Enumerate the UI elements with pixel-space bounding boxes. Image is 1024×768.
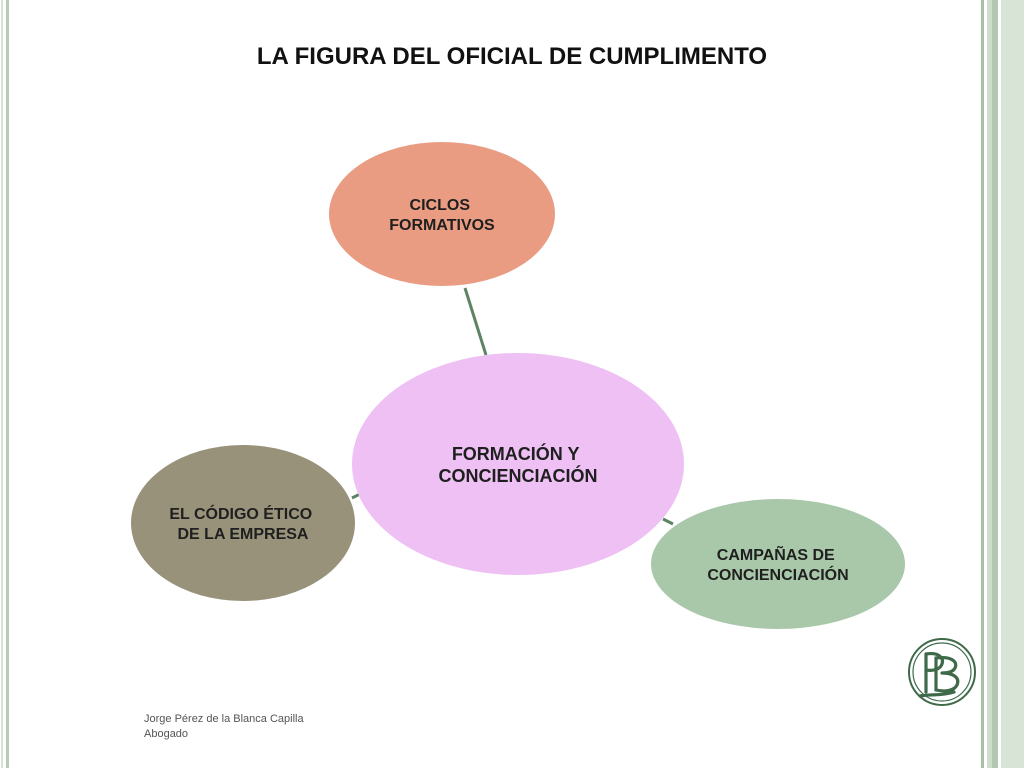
footer-role: Abogado xyxy=(144,728,189,740)
slide-title: LA FIGURA DEL OFICIAL DE CUMPLIMENTO xyxy=(256,43,768,70)
pb-monogram-icon xyxy=(908,638,976,706)
node-center-line-1: FORMACIÓN Y xyxy=(452,443,580,464)
footer-author: Jorge Pérez de la Blanca Capilla xyxy=(144,713,304,725)
svg-text:CAMPAÑAS DE CONCIENCIACI: CAMPAÑAS DE CONCIENCIACIÓN xyxy=(707,544,848,584)
frame-border-left-outer xyxy=(1,0,3,768)
node-ciclos-formativos: CICLOS FORMATIVOS xyxy=(329,142,555,286)
node-campanas-line-2: CONCIENCIACIÓN xyxy=(707,565,848,584)
svg-text:FORMACIÓN Y CONCIENCIACI: FORMACIÓN Y CONCIENCIACIÓN xyxy=(438,443,597,486)
node-center-line-2: CONCIENCIACIÓN xyxy=(438,465,597,486)
node-codigo-etico: EL CÓDIGO ÉTICO DE LA EMPRESA xyxy=(131,445,355,601)
frame-border-left xyxy=(6,0,9,768)
node-campanas-shape xyxy=(651,499,905,629)
node-campanas-line-1: CAMPAÑAS DE xyxy=(717,544,835,564)
node-center-shape xyxy=(352,353,684,575)
node-codigo-shape xyxy=(131,445,355,601)
svg-text:EL CÓDIGO ÉTICO DE LA EM: EL CÓDIGO ÉTICO DE LA EMPRESA xyxy=(169,504,316,543)
node-ciclos-line-1: CICLOS xyxy=(410,197,471,214)
footer: Jorge Pérez de la Blanca Capilla Abogado xyxy=(144,712,304,742)
node-codigo-line-2: DE LA EMPRESA xyxy=(178,526,309,543)
connector-campanas xyxy=(662,517,674,526)
node-campanas-concienciacion: CAMPAÑAS DE CONCIENCIACIÓN xyxy=(651,499,905,629)
node-ciclos-line-2: FORMATIVOS xyxy=(389,217,495,234)
frame-border-right xyxy=(978,0,1024,768)
node-formacion-concienciacion: FORMACIÓN Y CONCIENCIACIÓN xyxy=(352,353,684,575)
connector-ciclos xyxy=(463,287,488,356)
node-codigo-line-1: EL CÓDIGO ÉTICO xyxy=(169,504,312,523)
svg-text:CICLOS FORMATIVOS: CICLOS FORMATIVOS xyxy=(389,197,495,234)
node-ciclos-shape xyxy=(329,142,555,286)
